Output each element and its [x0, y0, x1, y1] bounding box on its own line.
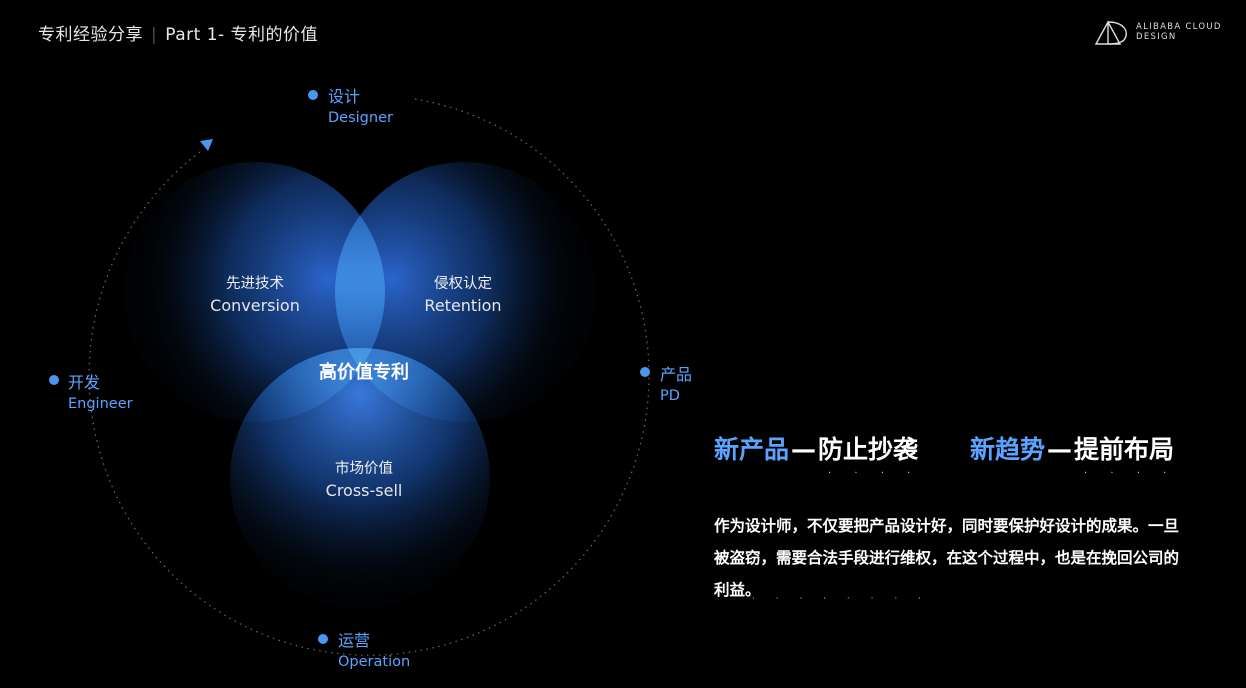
venn-bottom-en: Cross-sell [325, 481, 403, 500]
node-dot-product [640, 367, 650, 377]
venn-cycle-diagram: 设计 Designer 产品 PD 运营 Operation 开发 Engine… [49, 83, 692, 670]
venn-left-label: 先进技术 Conversion [210, 272, 300, 315]
node-operation: 运营 Operation [338, 627, 410, 670]
venn-right-label: 侵权认定 Retention [424, 272, 501, 315]
venn-right-en: Retention [424, 296, 502, 315]
headline-2-blue: 新趋势 [970, 435, 1046, 464]
title-sub: Part 1- 专利的价值 [165, 25, 319, 45]
headline-1-dots: · · · · [828, 468, 921, 479]
node-product-cn: 产品 [660, 365, 693, 384]
logo-line-2: DESIGN [1136, 32, 1177, 42]
headline-1-dash: — [791, 435, 817, 464]
node-dot-operation [318, 634, 328, 644]
headline-2-dash: — [1047, 435, 1073, 464]
headline-1-white: 防止抄袭 [818, 435, 919, 464]
logo-text: ALIBABA CLOUD DESIGN [1136, 22, 1222, 42]
node-product: 产品 PD [660, 361, 692, 404]
title-main: 专利经验分享 [38, 25, 143, 45]
logo-line-1: ALIBABA CLOUD [1136, 22, 1222, 32]
node-engineer-cn: 开发 [68, 373, 101, 392]
description-dots: · · · · · · · · [752, 594, 930, 604]
headline-2-dots: · · · · [1084, 468, 1177, 479]
headline-new-trend: 新趋势—提前布局 [970, 430, 1174, 466]
node-dot-engineer [49, 375, 59, 385]
node-engineer-en: Engineer [68, 396, 133, 412]
diagram-graphics [88, 98, 650, 656]
venn-right-cn: 侵权认定 [434, 276, 492, 292]
headline-new-product: 新产品—防止抄袭 [714, 430, 918, 466]
venn-left-cn: 先进技术 [225, 276, 284, 292]
cycle-ring [88, 98, 650, 656]
alibaba-cloud-design-logo: ALIBABA CLOUD DESIGN [1094, 20, 1224, 46]
headline-2-white: 提前布局 [1074, 435, 1175, 464]
node-product-en: PD [660, 388, 680, 404]
venn-circle-bottom [230, 348, 490, 608]
node-operation-cn: 运营 [338, 631, 371, 650]
page-title: 专利经验分享 | Part 1- 专利的价值 [38, 20, 318, 45]
node-dot-designer [308, 90, 318, 100]
headline-1-blue: 新产品 [714, 435, 790, 464]
logo-mark-icon [1094, 20, 1127, 45]
venn-left-en: Conversion [210, 296, 300, 315]
node-operation-en: Operation [338, 654, 411, 670]
node-designer-cn: 设计 [328, 87, 361, 106]
node-designer: 设计 Designer [328, 83, 393, 126]
venn-bottom-label: 市场价值 Cross-sell [326, 457, 403, 500]
title-separator: | [151, 25, 158, 45]
venn-bottom-cn: 市场价值 [334, 461, 393, 477]
node-designer-en: Designer [328, 110, 393, 126]
description-paragraph: 作为设计师，不仅要把产品设计好，同时要保护好设计的成果。一旦被盗窃，需要合法手段… [714, 517, 1180, 599]
venn-center-label: 高价值专利 [319, 362, 409, 383]
node-engineer: 开发 Engineer [68, 369, 133, 412]
cycle-arrow-icon [200, 139, 213, 151]
